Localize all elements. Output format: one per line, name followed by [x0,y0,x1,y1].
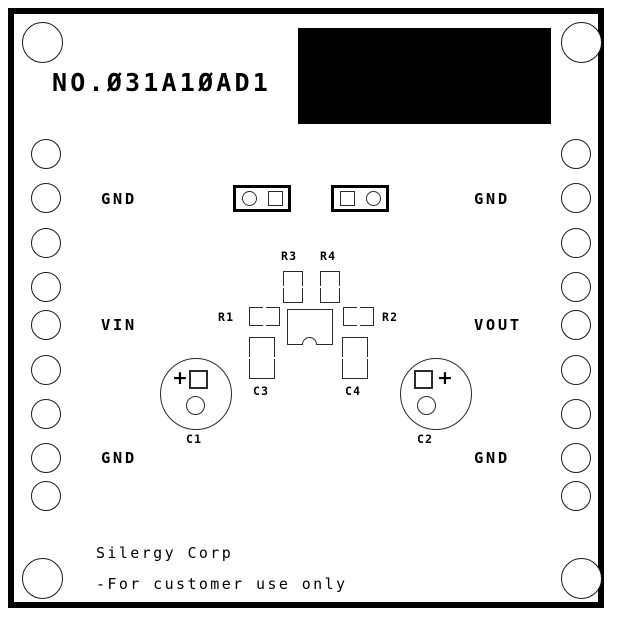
pin-hole-left-3 [31,228,61,258]
pad-r4-top [320,271,340,286]
ref-label-c2: C2 [417,432,434,446]
pin-hole-right-5 [561,310,591,340]
ref-label-r1: R1 [218,310,235,324]
pad-r1-right [266,307,280,326]
c2-polarity-plus-icon: + [437,367,453,389]
pin-hole-left-9 [31,481,61,511]
pin-hole-left-5 [31,310,61,340]
port-label-gnd-left-bottom: GND [101,449,137,467]
c2-pad-negative [417,396,436,415]
mounting-hole-bottom-right [561,558,602,599]
mounting-hole-top-left [22,22,63,63]
header-pin-round-icon [241,191,257,206]
ref-label-r2: R2 [382,310,399,324]
header-pin-square-icon [267,191,283,206]
pad-r1-left [249,307,263,326]
pad-c4-bottom [342,359,368,379]
test-header-right[interactable] [331,185,389,212]
pad-c3-bottom [249,359,275,379]
port-label-gnd-right-bottom: GND [474,449,510,467]
ref-label-c3: C3 [253,384,270,398]
capacitor-c1-outline [160,358,232,430]
ref-label-r3: R3 [281,249,298,263]
c2-pad-positive [414,370,433,389]
pin-hole-right-1 [561,139,591,169]
pin-hole-right-6 [561,355,591,385]
capacitor-c2-outline [400,358,472,430]
pad-c4-top [342,337,368,357]
c1-polarity-plus-icon: + [172,367,188,389]
ref-label-c1: C1 [186,432,203,446]
pin-hole-left-4 [31,272,61,302]
header-pin-round-icon [365,191,381,206]
pin-hole-right-8 [561,443,591,473]
pin-hole-right-7 [561,399,591,429]
pin-hole-right-4 [561,272,591,302]
port-label-gnd-right-top: GND [474,190,510,208]
test-header-left[interactable] [233,185,291,212]
c1-pad-negative [186,396,205,415]
pad-r3-bottom [283,288,303,303]
mounting-hole-bottom-left [22,558,63,599]
pin-hole-right-3 [561,228,591,258]
board-part-number: NO.Ø31A1ØAD1 [52,68,272,97]
ref-label-r4: R4 [320,249,337,263]
c1-pad-positive [189,370,208,389]
pad-r4-bottom [320,288,340,303]
pin-hole-left-6 [31,355,61,385]
port-label-gnd-left-top: GND [101,190,137,208]
ref-label-c4: C4 [345,384,362,398]
pin-hole-left-2 [31,183,61,213]
pin-hole-left-1 [31,139,61,169]
pad-r3-top [283,271,303,286]
pad-r2-right [360,307,374,326]
pin-hole-left-8 [31,443,61,473]
black-marking-block [298,28,551,124]
header-pin-square-icon [339,191,355,206]
ic-pin1-notch-icon [302,337,317,345]
pin-hole-right-2 [561,183,591,213]
port-label-vout: VOUT [474,316,522,334]
pad-c3-top [249,337,275,357]
pin-hole-left-7 [31,399,61,429]
usage-notice-label: -For customer use only [96,575,348,593]
port-label-vin: VIN [101,316,137,334]
pad-r2-left [343,307,357,326]
mounting-hole-top-right [561,22,602,63]
vendor-name-label: Silergy Corp [96,544,234,562]
pin-hole-right-9 [561,481,591,511]
